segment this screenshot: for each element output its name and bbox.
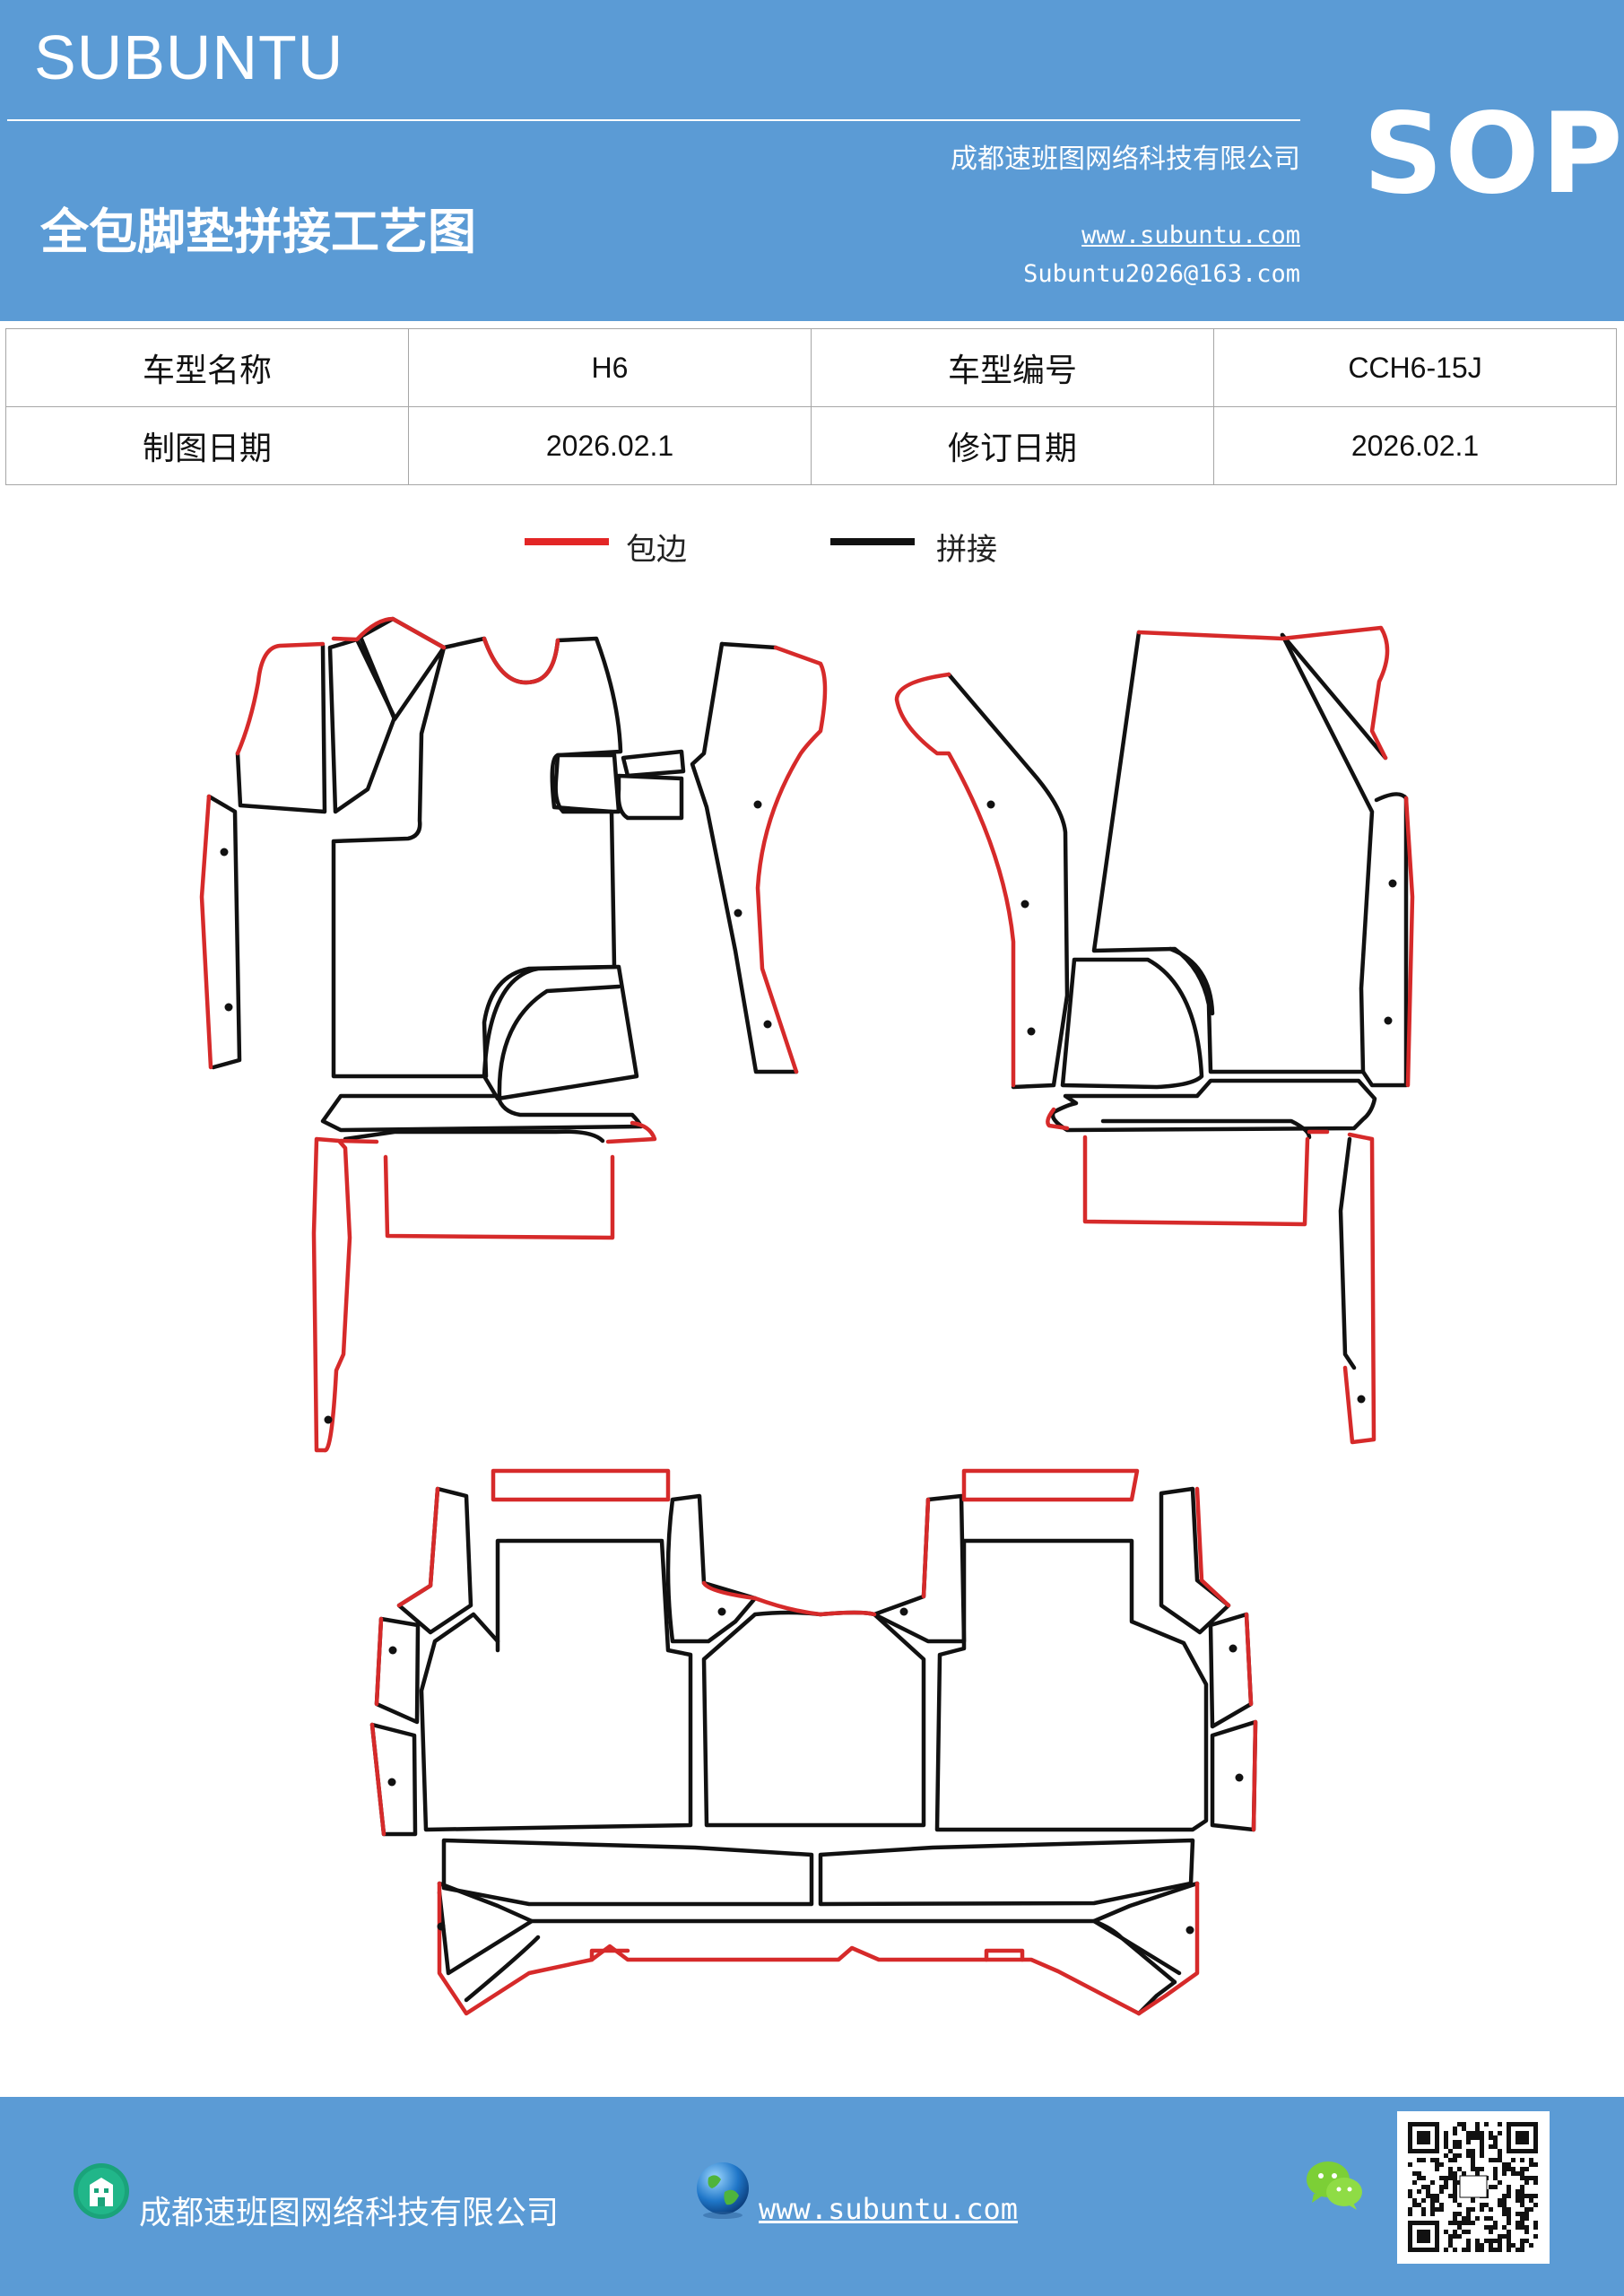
- rear-step-left: [441, 1838, 814, 1907]
- fr-left-strip: [946, 672, 1070, 1090]
- table-row: 制图日期 2026.02.1 修订日期 2026.02.1: [5, 406, 1617, 485]
- legend-label-seam: 拼接: [936, 532, 997, 568]
- fastener-dot: [1384, 1016, 1393, 1025]
- legend-label-binding: 包边: [626, 532, 687, 568]
- rear-right-pillar: [1159, 1486, 1231, 1635]
- rear-mat-group: [369, 1486, 1258, 2016]
- header-banner: SUBUNTU 成都速班图网络科技有限公司 全包脚垫拼接工艺图 SOP www.…: [0, 0, 1624, 321]
- rear-right-seat: [934, 1538, 1209, 1832]
- brand-logo-text: SUBUNTU: [34, 22, 344, 92]
- fastener-dot: [437, 1922, 446, 1931]
- fl-right-strip: [690, 641, 799, 1074]
- rear-center-panel: [701, 1610, 926, 1828]
- document-title: 全包脚垫拼接工艺图: [40, 204, 476, 260]
- revision-date-value: 2026.02.1: [1213, 406, 1617, 485]
- fr-main-panel: [1091, 630, 1375, 1074]
- footer-website-link[interactable]: www.subuntu.com: [759, 2192, 1018, 2226]
- fastener-dot: [1235, 1773, 1244, 1782]
- fastener-dot: [899, 1607, 908, 1616]
- fl-left-panel-2: [327, 637, 397, 814]
- fastener-dot: [734, 909, 743, 918]
- fl-left-panel-seam: [235, 643, 327, 814]
- sop-badge: SOP: [1363, 90, 1624, 219]
- header-email: Subuntu2026@163.com: [1023, 260, 1300, 288]
- model-name-label: 车型名称: [5, 328, 409, 407]
- rear-right-side-b: [1210, 1719, 1258, 1832]
- fastener-dot: [1185, 1926, 1194, 1935]
- model-code-value: CCH6-15J: [1213, 328, 1617, 407]
- legend-swatch-seam: [830, 538, 915, 545]
- fastener-dot: [220, 848, 229, 857]
- rear-bottom-long: [529, 1918, 1177, 2016]
- fl-inner-panel: [482, 964, 639, 1101]
- fastener-dot: [717, 1607, 726, 1616]
- fastener-dot: [1388, 879, 1397, 888]
- header-divider: [7, 119, 1300, 121]
- rear-mid-left-strip: [665, 1493, 758, 1644]
- legend: 包边 拼接: [0, 525, 1624, 570]
- fastener-dot: [1229, 1644, 1238, 1653]
- front-right-mat-group: [946, 630, 1409, 1370]
- fl-left-panel-3: [358, 616, 447, 722]
- fastener-dot: [1027, 1027, 1036, 1036]
- fr-door-strip: [1280, 632, 1388, 761]
- fr-arch-panel: [1060, 957, 1204, 1090]
- vehicle-info-table: 车型名称 H6 车型编号 CCH6-15J 制图日期 2026.02.1 修订日…: [5, 328, 1617, 485]
- model-name-value: H6: [408, 328, 812, 407]
- building-icon: [74, 2163, 129, 2219]
- fastener-dot: [986, 800, 995, 809]
- legend-swatch-binding: [525, 538, 609, 545]
- revision-date-label: 修订日期: [811, 406, 1214, 485]
- fl-bottom-strip-2: [343, 1129, 605, 1144]
- rear-bottom-strip-r: [1091, 1881, 1200, 1976]
- fastener-dot: [763, 1020, 772, 1029]
- header-company-name: 成都速班图网络科技有限公司: [951, 144, 1300, 175]
- fr-quarter-strip: [1360, 792, 1409, 1088]
- rear-mid-right-strip: [872, 1493, 967, 1644]
- fr-bottom-strip-2: [1100, 1118, 1312, 1140]
- rear-left-side-a: [374, 1616, 421, 1725]
- floor-mat-diagram: [199, 616, 1415, 2016]
- fastener-dot: [388, 1646, 397, 1655]
- table-row: 车型名称 H6 车型编号 CCH6-15J: [5, 328, 1617, 407]
- rear-right-side-a: [1208, 1612, 1254, 1729]
- fl-sill-left: [206, 794, 242, 1070]
- footer-company-name: 成都速班图网络科技有限公司: [139, 2195, 560, 2231]
- rear-left-seat-left: [419, 1538, 693, 1832]
- fastener-dot: [753, 800, 762, 809]
- fastener-dot: [224, 1003, 233, 1012]
- fl-small-tab: [621, 749, 686, 778]
- wechat-icon: [1307, 2161, 1362, 2210]
- fl-main-panel: [331, 636, 623, 1079]
- fl-arch-inner: [497, 984, 621, 1099]
- fl-right-strip-inner: [719, 641, 778, 650]
- fr-pillar-strip: [1338, 1136, 1357, 1370]
- header-website-link[interactable]: www.subuntu.com: [1081, 222, 1300, 249]
- fl-bottom-strip: [320, 1093, 644, 1133]
- qr-code: [1397, 2111, 1550, 2264]
- footer-banner: 成都速班图网络科技有限公司 www.subuntu.com: [0, 2097, 1624, 2296]
- globe-icon: [697, 2162, 749, 2219]
- fastener-dot: [324, 1415, 333, 1424]
- fastener-dot: [1357, 1395, 1366, 1404]
- rear-bottom-long-2: [464, 1935, 541, 2003]
- fl-pedal-box: [553, 752, 621, 814]
- rear-step-right: [818, 1838, 1195, 1907]
- fastener-dot: [1020, 900, 1029, 909]
- model-code-label: 车型编号: [811, 328, 1214, 407]
- draw-date-label: 制图日期: [5, 406, 409, 485]
- front-left-mat-group: [206, 616, 799, 1144]
- fr-arch-inner: [1168, 946, 1215, 1016]
- fl-small-tab-2: [616, 773, 684, 821]
- fastener-dot: [387, 1778, 396, 1787]
- draw-date-value: 2026.02.1: [408, 406, 812, 485]
